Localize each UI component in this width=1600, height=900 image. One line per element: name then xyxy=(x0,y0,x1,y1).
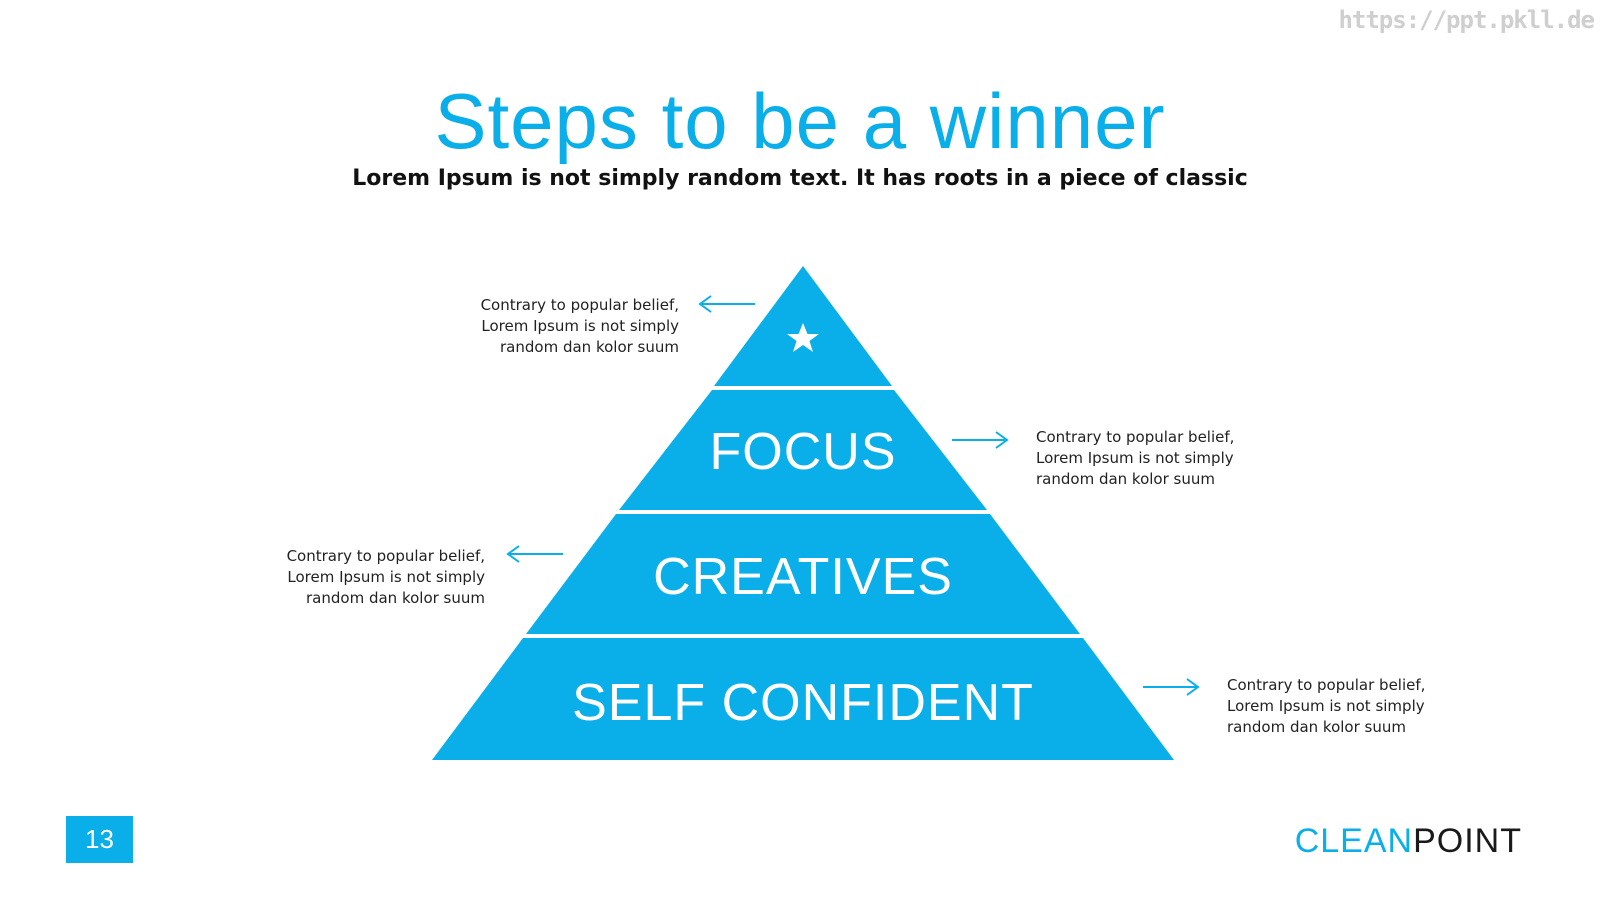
slide-subtitle: Lorem Ipsum is not simply random text. I… xyxy=(352,166,1248,191)
brand-logo-part1: CLEAN xyxy=(1294,822,1414,860)
note-line: random dan kolor suum xyxy=(500,338,679,356)
arrow-right-icon xyxy=(952,431,1009,449)
note-self-confident-right: Contrary to popular belief, Lorem Ipsum … xyxy=(1227,675,1487,738)
pyramid-label-creatives: CREATIVES xyxy=(653,548,953,606)
note-line: Contrary to popular belief, xyxy=(1227,676,1426,694)
arrow-right-icon xyxy=(1143,678,1200,696)
note-line: random dan kolor suum xyxy=(1227,718,1406,736)
note-creatives-left: Contrary to popular belief, Lorem Ipsum … xyxy=(225,546,485,609)
note-line: Contrary to popular belief, xyxy=(1036,428,1235,446)
pyramid-level-self-confident xyxy=(432,638,1174,760)
slide-title: Steps to be a winner xyxy=(434,77,1166,165)
watermark-url: https://ppt.pkll.de xyxy=(1338,6,1595,34)
note-line: random dan kolor suum xyxy=(1036,470,1215,488)
arrow-left-icon xyxy=(698,295,755,313)
arrow-left-icon xyxy=(506,545,563,563)
brand-logo-part2: POINT xyxy=(1413,822,1522,860)
note-line: Lorem Ipsum is not simply xyxy=(481,317,679,335)
note-line: Contrary to popular belief, xyxy=(480,296,679,314)
page-number: 13 xyxy=(66,816,133,863)
note-line: Lorem Ipsum is not simply xyxy=(1036,449,1234,467)
note-line: random dan kolor suum xyxy=(306,589,485,607)
star-icon xyxy=(787,323,819,352)
brand-logo: CLEANPOINT xyxy=(1295,822,1522,861)
note-focus-right: Contrary to popular belief, Lorem Ipsum … xyxy=(1036,427,1296,490)
note-line: Contrary to popular belief, xyxy=(286,547,485,565)
pyramid-label-self-confident: SELF CONFIDENT xyxy=(572,674,1034,732)
pyramid-level-focus xyxy=(619,390,987,510)
note-top-left: Contrary to popular belief, Lorem Ipsum … xyxy=(419,295,679,358)
note-line: Lorem Ipsum is not simply xyxy=(1227,697,1425,715)
pyramid-label-focus: FOCUS xyxy=(710,423,897,481)
pyramid-level-creatives xyxy=(526,514,1080,634)
note-line: Lorem Ipsum is not simply xyxy=(287,568,485,586)
